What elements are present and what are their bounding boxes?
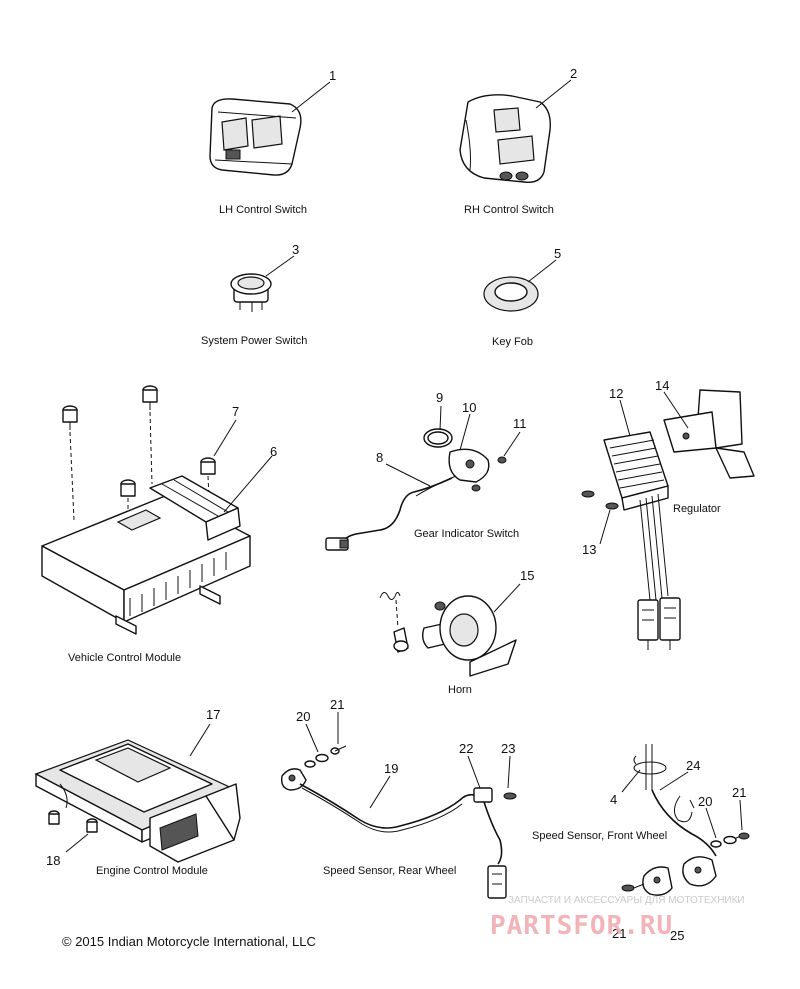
callout-2: 2 xyxy=(570,66,577,81)
vcm-bolt-left xyxy=(62,405,78,430)
callout-4-leader xyxy=(621,769,641,793)
callout-25: 25 xyxy=(670,928,684,943)
speed-sensor-rear-part xyxy=(280,745,517,899)
callout-9: 9 xyxy=(436,390,443,405)
callout-8-leader xyxy=(385,463,431,487)
watermark-brand: PARTSFOR.RU xyxy=(490,911,673,941)
callout-14-leader xyxy=(663,391,689,429)
callout-13-leader xyxy=(599,509,611,545)
callout-20b: 20 xyxy=(698,794,712,809)
callout-2-leader xyxy=(535,79,572,109)
callout-15: 15 xyxy=(520,568,534,583)
callout-8: 8 xyxy=(376,450,383,465)
callout-6-leader xyxy=(223,455,273,513)
system-power-switch-label: System Power Switch xyxy=(201,335,307,347)
callout-23-leader xyxy=(507,755,511,789)
watermark-tagline: ЗАПЧАСТИ И АКСЕССУАРЫ ДЛЯ МОТОТЕХНИКИ xyxy=(508,895,745,906)
callout-4: 4 xyxy=(610,792,617,807)
callout-1-leader xyxy=(291,81,331,113)
callout-21a: 21 xyxy=(330,697,344,712)
engine-control-module-label: Engine Control Module xyxy=(96,865,208,877)
callout-3-leader xyxy=(265,255,295,277)
callout-23: 23 xyxy=(501,741,515,756)
ecm-bolt-right xyxy=(86,818,98,833)
horn-label: Horn xyxy=(448,684,472,696)
vcm-bolt-center xyxy=(142,385,158,410)
callout-1: 1 xyxy=(329,68,336,83)
lh-control-switch-label: LH Control Switch xyxy=(219,204,307,216)
ecm-bolt-left xyxy=(48,810,60,825)
callout-20a-leader xyxy=(305,723,319,753)
callout-20b-leader xyxy=(705,807,717,839)
callout-11-leader xyxy=(503,431,521,457)
callout-22: 22 xyxy=(459,741,473,756)
callout-24: 24 xyxy=(686,758,700,773)
speed-sensor-rear-label: Speed Sensor, Rear Wheel xyxy=(323,865,456,877)
callout-18: 18 xyxy=(46,853,60,868)
system-power-switch-part xyxy=(230,273,272,312)
callout-20a: 20 xyxy=(296,709,310,724)
callout-10-leader xyxy=(459,413,471,451)
callout-15-leader xyxy=(493,583,521,613)
regulator-label: Regulator xyxy=(673,503,721,515)
callout-21b-leader xyxy=(739,799,743,831)
copyright-notice: © 2015 Indian Motorcycle International, … xyxy=(62,934,316,949)
callout-3: 3 xyxy=(292,242,299,257)
callout-24-leader xyxy=(659,771,689,791)
callout-12: 12 xyxy=(609,386,623,401)
callout-5-leader xyxy=(527,259,557,283)
callout-17: 17 xyxy=(206,707,220,722)
callout-7-leader xyxy=(213,419,237,457)
callout-9-leader xyxy=(439,405,442,431)
vehicle-control-module-label: Vehicle Control Module xyxy=(68,652,181,664)
key-fob-part xyxy=(483,276,539,312)
horn-part xyxy=(379,591,517,677)
speed-sensor-front-label: Speed Sensor, Front Wheel xyxy=(532,830,667,842)
callout-13: 13 xyxy=(582,542,596,557)
callout-22-leader xyxy=(467,755,481,789)
callout-21c: 21 xyxy=(612,926,626,941)
key-fob-label: Key Fob xyxy=(492,336,533,348)
callout-18-leader xyxy=(65,833,89,853)
speed-sensor-front-part xyxy=(621,744,750,896)
callout-7: 7 xyxy=(232,404,239,419)
vcm-bolt-right xyxy=(200,457,216,475)
lh-control-switch-part xyxy=(209,98,302,176)
rh-control-switch-label: RH Control Switch xyxy=(464,204,554,216)
regulator-part xyxy=(581,389,755,650)
rh-control-switch-part xyxy=(459,94,551,183)
gear-indicator-switch-part xyxy=(325,428,507,551)
callout-5: 5 xyxy=(554,246,561,261)
callout-6: 6 xyxy=(270,444,277,459)
callout-10: 10 xyxy=(462,400,476,415)
callout-19: 19 xyxy=(384,761,398,776)
callout-21b: 21 xyxy=(732,785,746,800)
callout-14: 14 xyxy=(655,378,669,393)
engine-control-module-part xyxy=(34,739,241,863)
callout-12-leader xyxy=(619,399,631,437)
callout-19-leader xyxy=(369,775,391,809)
vehicle-control-module-part xyxy=(41,385,251,635)
callout-17-leader xyxy=(189,723,211,757)
callout-11: 11 xyxy=(513,416,527,431)
gear-indicator-switch-label: Gear Indicator Switch xyxy=(414,528,519,540)
vcm-bolt-front xyxy=(120,479,136,497)
